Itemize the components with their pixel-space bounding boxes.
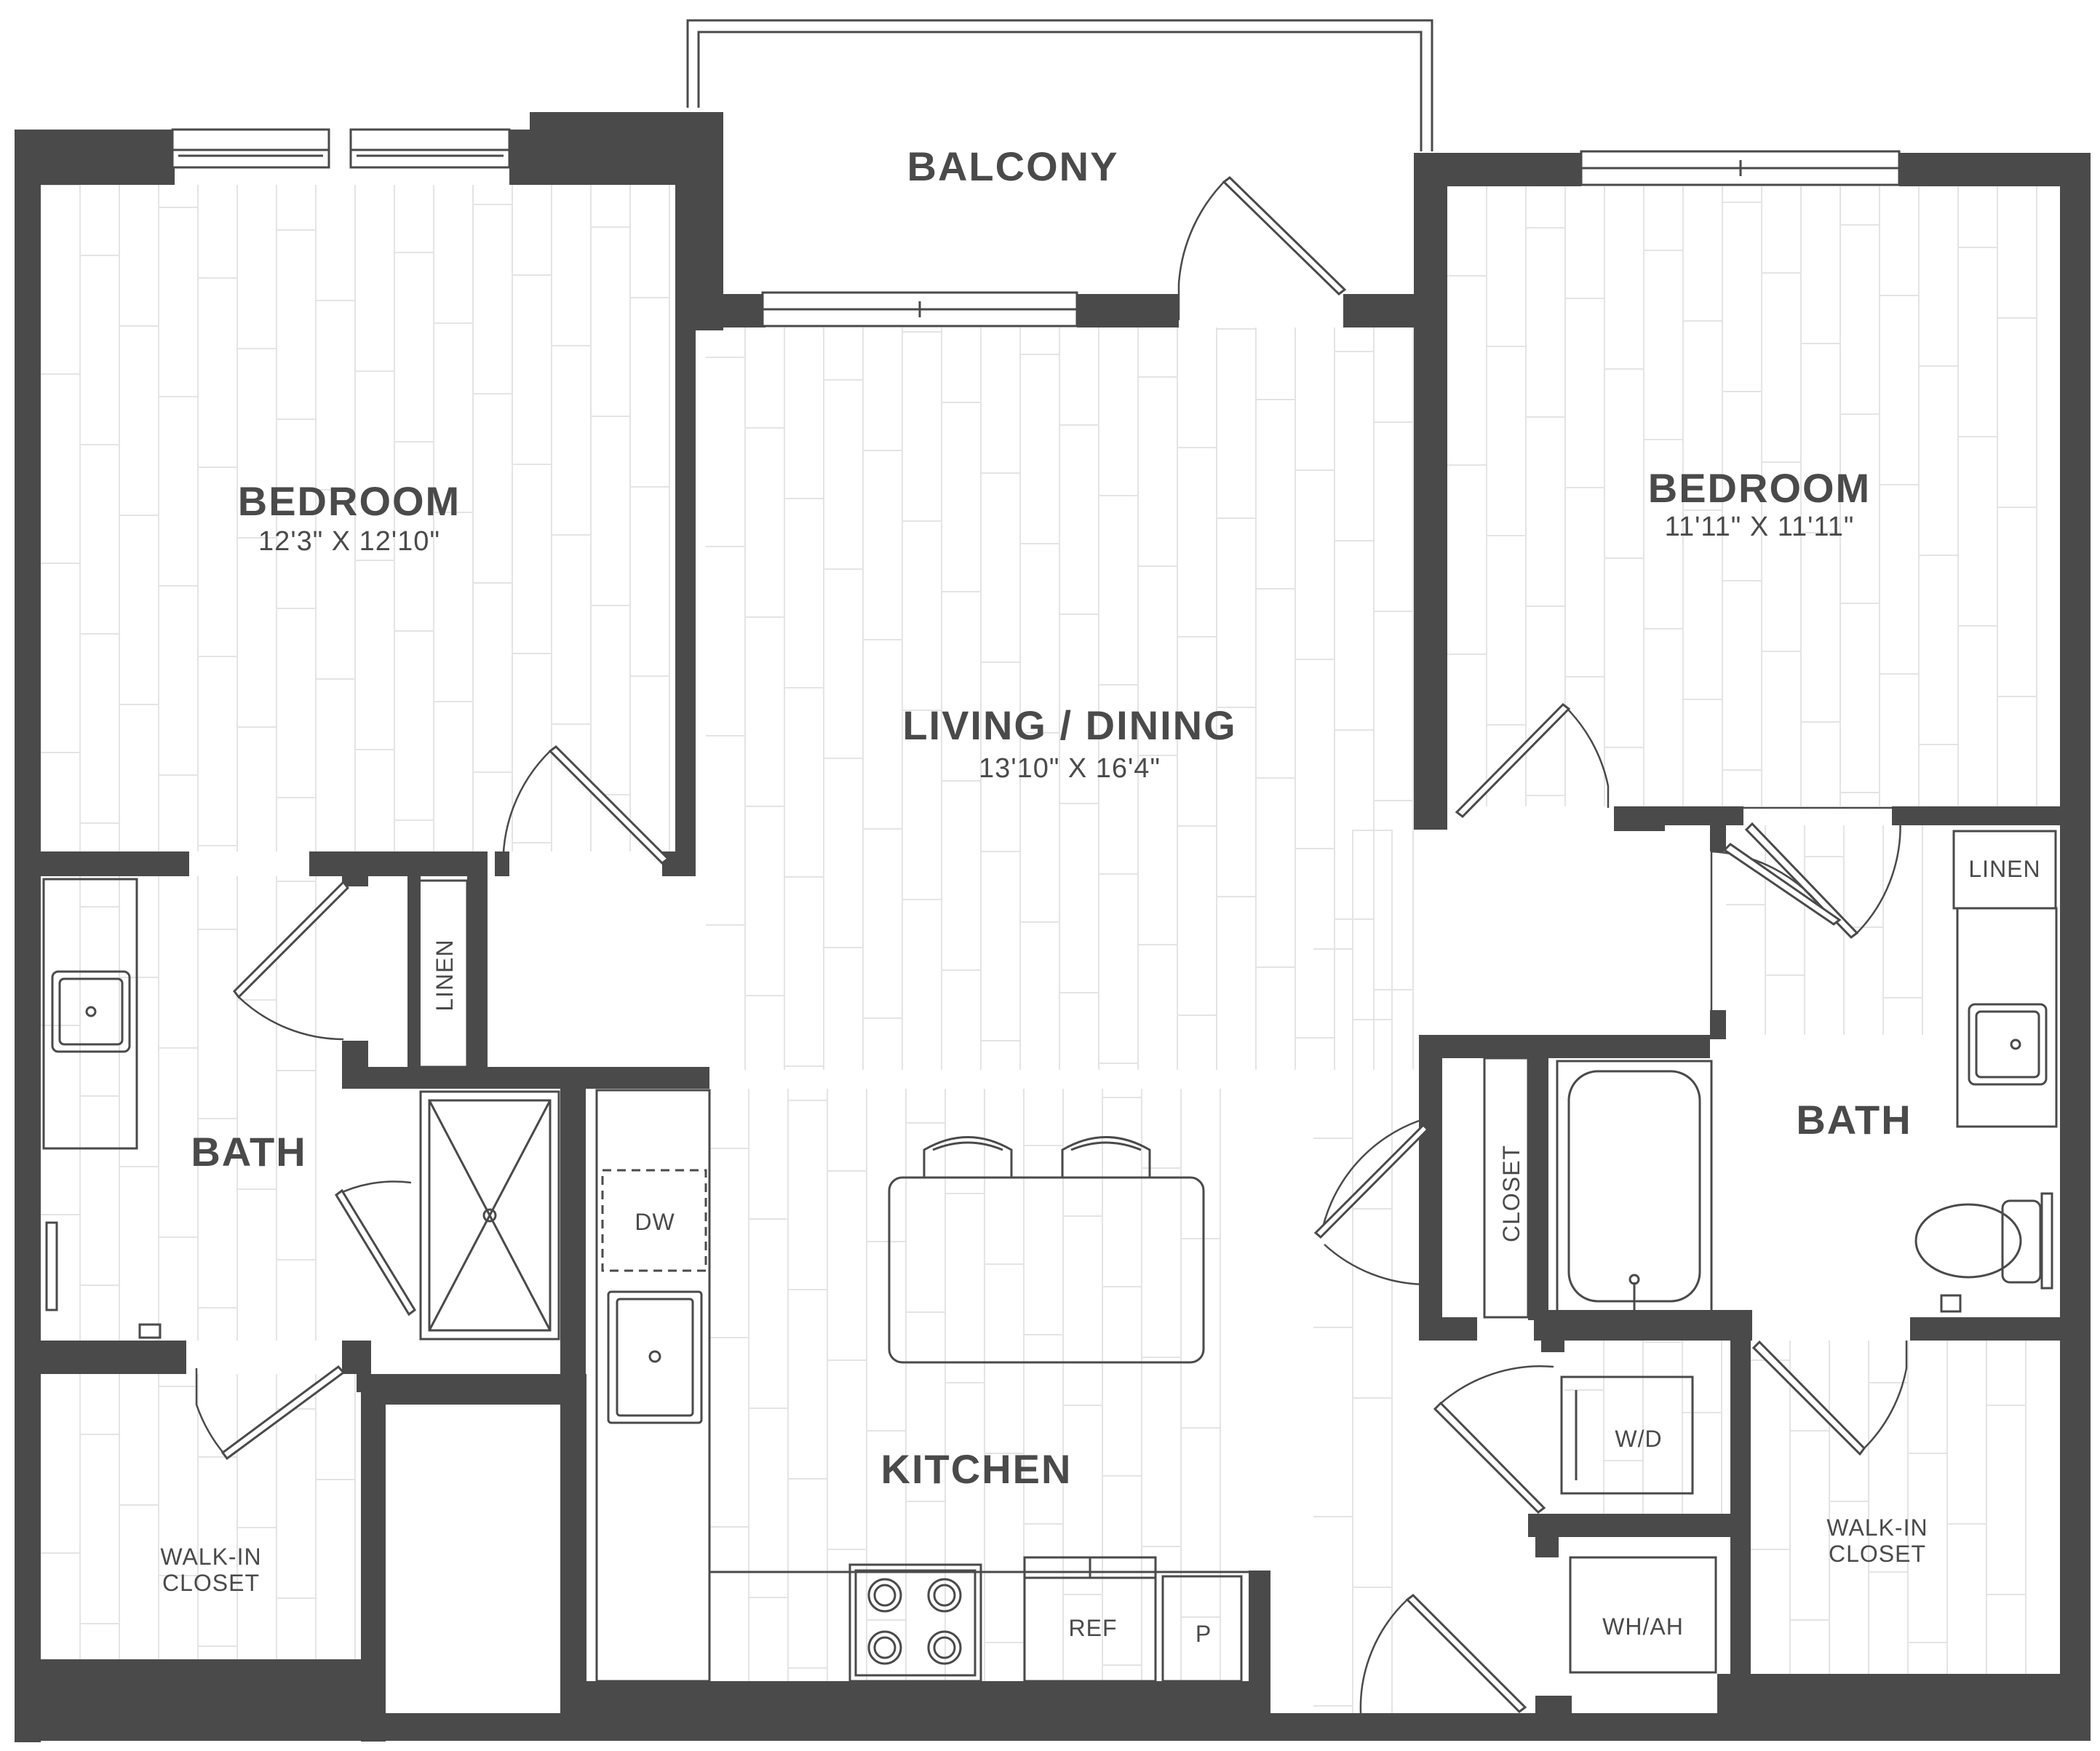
toilet-paper-icon	[1940, 1294, 1962, 1313]
left-bath-fixtures	[42, 878, 560, 1341]
dishwasher	[601, 1169, 707, 1272]
toilet-paper-icon	[138, 1323, 162, 1339]
sink-icon	[1968, 1003, 2048, 1086]
room-label-bath-left: BATH	[191, 1129, 306, 1175]
windows	[171, 128, 1901, 327]
stool-icon	[923, 1136, 1013, 1178]
hall-closet	[1483, 1057, 1530, 1319]
label-closet-hall: CLOSET	[1498, 1145, 1524, 1242]
label-walk-in-closet-right-2: CLOSET	[1829, 1541, 1926, 1567]
label-ref: REF	[1069, 1615, 1118, 1641]
window-left-bedroom-1	[171, 128, 330, 169]
window-left-bedroom-2	[349, 128, 511, 169]
room-dims-living: 13'10" X 16'4"	[979, 753, 1161, 784]
label-pantry: P	[1196, 1621, 1212, 1647]
shower-icon	[419, 1090, 560, 1341]
floor-planks	[41, 184, 2037, 1713]
bathtub-icon	[1556, 1060, 1713, 1313]
washer-dryer	[1560, 1375, 1694, 1495]
kitchen-fixtures	[595, 1089, 1270, 1683]
stool-icon	[1061, 1136, 1151, 1178]
label-linen-right: LINEN	[1968, 856, 2040, 882]
walls	[15, 112, 2091, 1742]
label-linen-left: LINEN	[431, 939, 458, 1011]
kitchen-sink-icon	[607, 1290, 703, 1424]
doors	[195, 176, 1908, 1714]
pantry	[1161, 1575, 1243, 1683]
label-whah: WH/AH	[1602, 1613, 1684, 1640]
sink-icon	[51, 970, 131, 1053]
labels: BALCONY BEDROOM 12'3" X 12'10" BEDROOM 1…	[160, 143, 2040, 1647]
label-walk-in-closet-left-2: CLOSET	[162, 1570, 260, 1596]
water-heater	[1569, 1556, 1717, 1674]
toilet-icon	[1914, 1203, 2022, 1279]
label-dw: DW	[635, 1209, 675, 1235]
vanity-left	[42, 878, 138, 1150]
label-walk-in-closet-left-1: WALK-IN	[160, 1544, 261, 1570]
window-living	[761, 291, 1078, 327]
room-label-kitchen: KITCHEN	[881, 1446, 1073, 1492]
room-label-bath-right: BATH	[1796, 1097, 1912, 1143]
room-dims-bedroom-left: 12'3" X 12'10"	[258, 526, 440, 557]
room-label-bedroom-right: BEDROOM	[1648, 465, 1871, 511]
linen-closet-left	[415, 879, 469, 1068]
towel-bar-icon	[2040, 1192, 2053, 1290]
balcony-railing	[686, 19, 1433, 151]
room-label-living: LIVING / DINING	[902, 702, 1236, 748]
room-label-bedroom-left: BEDROOM	[238, 478, 461, 524]
right-fixtures	[1483, 830, 2058, 1674]
towel-bar-icon	[45, 1221, 58, 1311]
range-icon	[848, 1563, 982, 1683]
label-walk-in-closet-right-1: WALK-IN	[1826, 1514, 1928, 1541]
room-dims-bedroom-right: 11'11" X 11'11"	[1665, 512, 1855, 542]
vanity-right	[1956, 907, 2058, 1128]
room-label-balcony: BALCONY	[907, 143, 1119, 189]
kitchen-counter	[595, 1089, 711, 1683]
kitchen-island	[888, 1176, 1205, 1364]
window-right-bedroom	[1580, 150, 1901, 186]
label-wd: W/D	[1615, 1426, 1662, 1452]
